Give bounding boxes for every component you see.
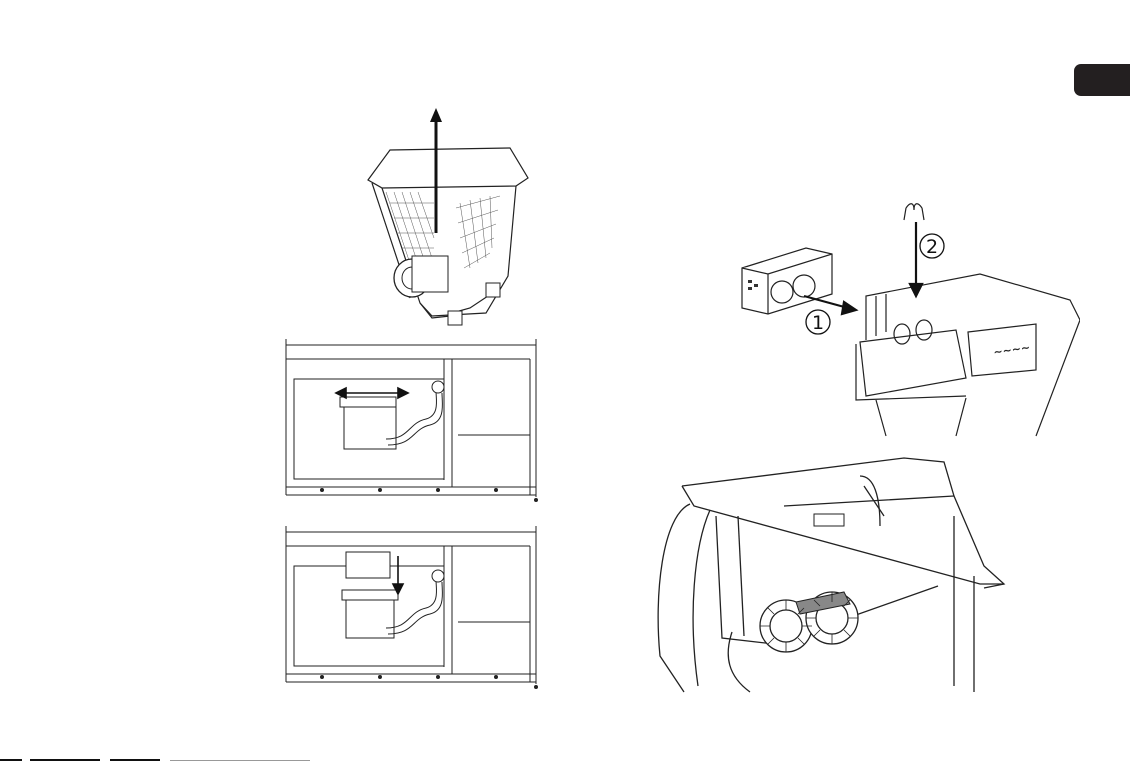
step-2-label: 2 — [926, 236, 938, 258]
step-1-label: 1 — [812, 312, 824, 334]
cabinet-lower-illustration — [280, 522, 548, 692]
filter-basket-illustration — [360, 108, 530, 333]
rollers-closeup-illustration — [654, 456, 1034, 696]
controller-mounting-illustration: ~~~~ 1 2 — [736, 200, 1080, 440]
footer-print-marks — [0, 759, 330, 762]
cabinet-slide-illustration — [280, 335, 548, 505]
language-tab — [1074, 64, 1130, 96]
